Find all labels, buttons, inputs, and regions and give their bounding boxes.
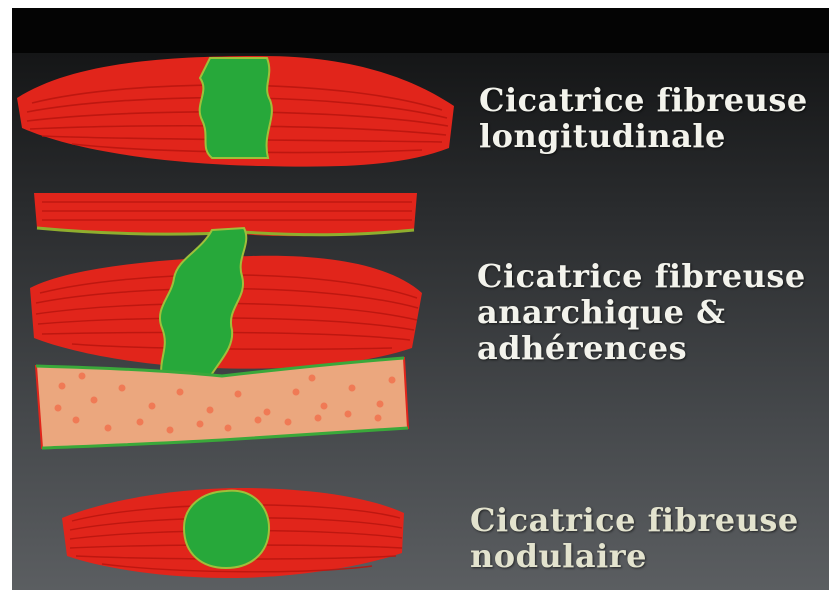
label-anarchic-line3: adhérences — [477, 330, 806, 366]
tendon-band — [36, 358, 408, 448]
label-nodular-scar: Cicatrice fibreuse nodulaire — [470, 502, 799, 574]
label-longitudinal-line2: longitudinale — [479, 118, 808, 154]
label-longitudinal-line1: Cicatrice fibreuse — [479, 82, 808, 118]
label-nodular-line1: Cicatrice fibreuse — [470, 502, 799, 538]
muscle-nodular — [62, 488, 404, 578]
scar-nodular — [184, 491, 269, 568]
label-nodular-line2: nodulaire — [470, 538, 799, 574]
muscle-anarchic — [30, 228, 422, 380]
label-anarchic-scar: Cicatrice fibreuse anarchique & adhérenc… — [477, 258, 806, 366]
label-anarchic-line1: Cicatrice fibreuse — [477, 258, 806, 294]
label-longitudinal-scar: Cicatrice fibreuse longitudinale — [479, 82, 808, 154]
muscle-longitudinal — [17, 56, 454, 167]
label-anarchic-line2: anarchique & — [477, 294, 806, 330]
slide: Cicatrice fibreuse longitudinale Cicatri… — [12, 8, 829, 590]
scar-longitudinal — [200, 58, 272, 158]
